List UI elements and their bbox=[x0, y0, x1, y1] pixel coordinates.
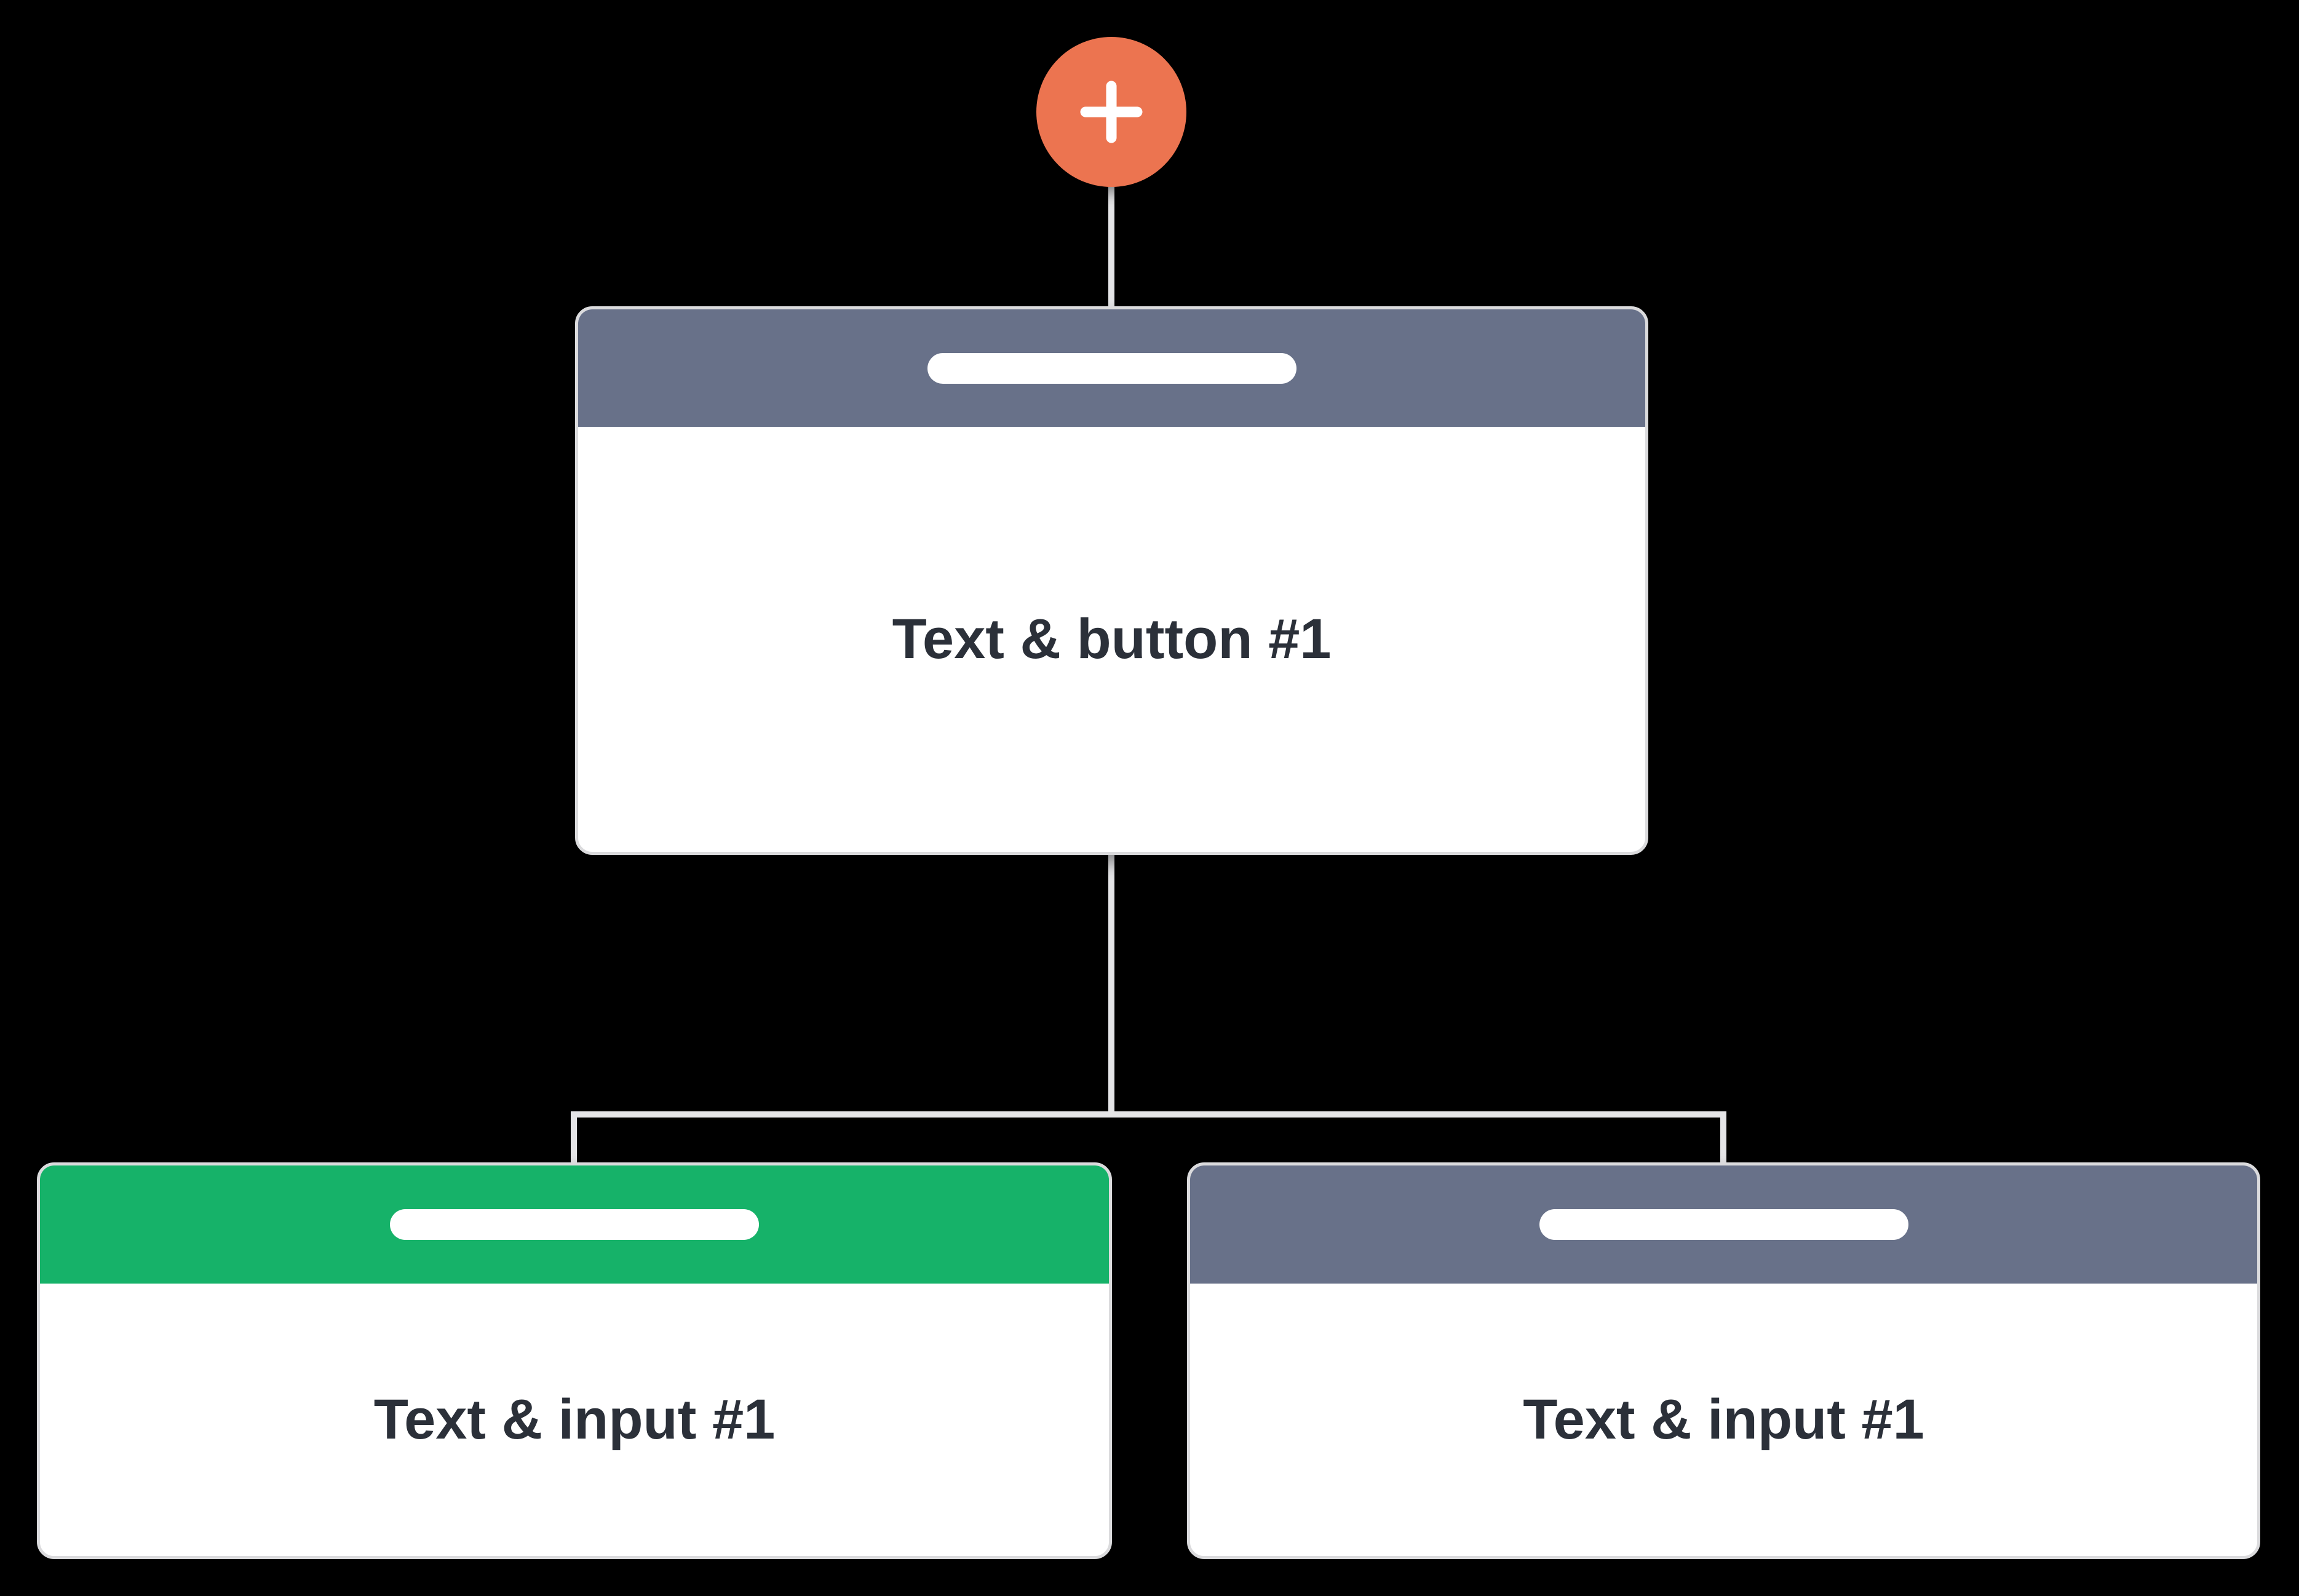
node-header bbox=[40, 1165, 1109, 1284]
node-header bbox=[1190, 1165, 2257, 1284]
node-card-text-input-left[interactable]: Text & input #1 bbox=[37, 1162, 1112, 1559]
node-body: Text & button #1 bbox=[578, 427, 1645, 852]
connector-stub-right bbox=[1720, 1111, 1726, 1164]
node-header bbox=[578, 309, 1645, 427]
node-card-text-button[interactable]: Text & button #1 bbox=[575, 306, 1648, 855]
connector-add-to-root bbox=[1108, 183, 1114, 308]
node-card-text-input-right[interactable]: Text & input #1 bbox=[1187, 1162, 2260, 1559]
node-label: Text & button #1 bbox=[892, 608, 1332, 670]
add-node-button[interactable] bbox=[1036, 37, 1186, 187]
node-title-pill bbox=[927, 352, 1296, 384]
node-label: Text & input #1 bbox=[373, 1388, 776, 1451]
node-label: Text & input #1 bbox=[1523, 1388, 1924, 1451]
plus-icon bbox=[1080, 81, 1143, 143]
connector-branch-line bbox=[571, 1111, 1726, 1118]
node-body: Text & input #1 bbox=[40, 1284, 1109, 1556]
node-title-pill bbox=[1539, 1209, 1908, 1240]
connector-stub-left bbox=[571, 1111, 577, 1164]
node-body: Text & input #1 bbox=[1190, 1284, 2257, 1556]
node-title-pill bbox=[390, 1209, 759, 1240]
connector-root-to-children bbox=[1108, 854, 1114, 1118]
